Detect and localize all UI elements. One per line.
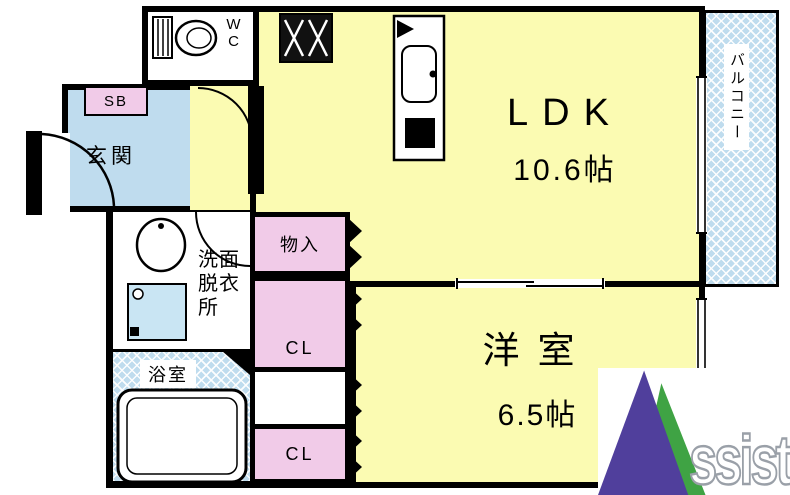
balcony-label: バルコニー bbox=[724, 44, 749, 150]
logo-text: ssist bbox=[689, 421, 790, 495]
western-room-name: 洋室 bbox=[482, 330, 593, 371]
storage-label: 物入 bbox=[280, 235, 320, 255]
closet-upper-label: CL bbox=[285, 338, 315, 358]
western-room-label: 洋室 6.5帖 bbox=[450, 320, 625, 434]
bathroom-label: 浴室 bbox=[140, 360, 196, 388]
ldk-name: LDK bbox=[507, 92, 623, 134]
ldk-label: LDK 10.6帖 bbox=[470, 92, 660, 189]
washroom-label: 洗面脱衣所 bbox=[198, 249, 240, 319]
closet-upper: CL bbox=[250, 276, 350, 372]
closet-lower-label: CL bbox=[285, 443, 315, 464]
assist-logo: ssist bbox=[598, 368, 790, 495]
wc-label: WC bbox=[225, 16, 242, 50]
closet-door-gap bbox=[250, 372, 350, 424]
shoe-box: SB bbox=[84, 86, 148, 116]
western-room-size: 6.5帖 bbox=[497, 399, 578, 432]
entrance-label: 玄関 bbox=[86, 145, 136, 168]
closet-lower: CL bbox=[250, 424, 350, 484]
hallway bbox=[190, 86, 252, 212]
ldk-size: 10.6帖 bbox=[513, 154, 617, 187]
storage-closet: 物入 bbox=[250, 212, 350, 276]
shoe-box-label: SB bbox=[103, 92, 128, 110]
